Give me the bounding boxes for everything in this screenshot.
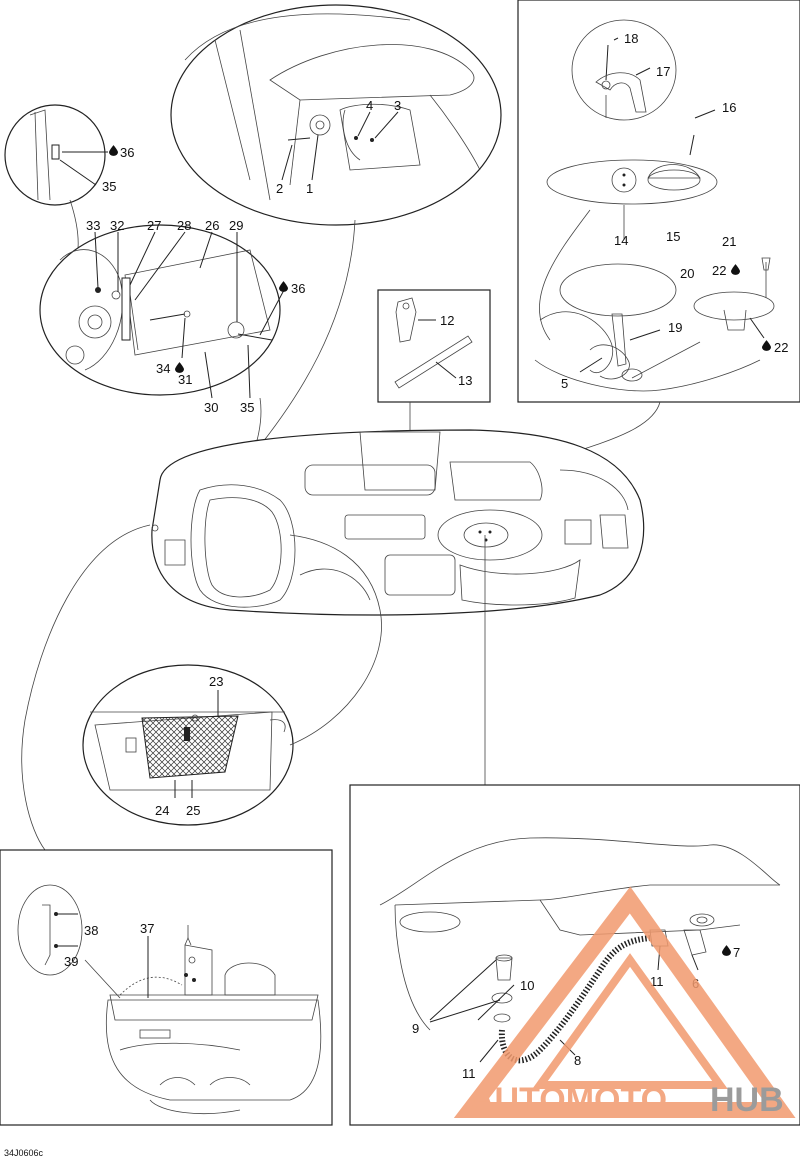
callout-2: 2 <box>276 181 283 196</box>
seat-cushion-box <box>517 0 800 403</box>
callout-18: 18 <box>624 31 638 46</box>
loctite-drop-icon <box>109 145 118 156</box>
callout-32: 32 <box>110 218 124 233</box>
callout-5: 5 <box>561 376 568 391</box>
callout-15: 15 <box>666 229 680 244</box>
callout-23: 23 <box>209 674 223 689</box>
detail-circle-top <box>170 4 502 226</box>
connector-rear <box>21 524 151 851</box>
callout-20: 20 <box>680 266 694 281</box>
rear-view-box <box>0 849 333 1126</box>
callout-26: 26 <box>205 218 219 233</box>
callout-35b: 35 <box>240 400 254 415</box>
callout-33: 33 <box>86 218 100 233</box>
callout-31: 31 <box>178 372 192 387</box>
diagram-reference-code: 34J0606c <box>4 1148 44 1158</box>
callout-22b: 22 <box>774 340 788 355</box>
loctite-drop-icon <box>279 281 288 292</box>
watermark-text-part2: HUB <box>710 1081 784 1119</box>
callout-28: 28 <box>177 218 191 233</box>
callout-34: 34 <box>156 361 170 376</box>
callout-37: 37 <box>140 921 154 936</box>
callout-27: 27 <box>147 218 161 233</box>
callout-10: 10 <box>520 978 534 993</box>
callout-25: 25 <box>186 803 200 818</box>
callout-35a: 35 <box>102 179 116 194</box>
callout-36a: 36 <box>120 145 134 160</box>
watermark-text-part1: AUTOMOTO <box>470 1081 667 1119</box>
callout-4: 4 <box>366 98 373 113</box>
detail-oval-left <box>4 104 108 266</box>
callout-3: 3 <box>394 98 401 113</box>
tool-kit-box <box>377 289 491 403</box>
callout-16: 16 <box>722 100 736 115</box>
callout-1: 1 <box>306 181 313 196</box>
callout-24: 24 <box>155 803 169 818</box>
detail-circle-net <box>82 664 294 826</box>
callout-14: 14 <box>614 233 628 248</box>
detail-circle-glovebox-lid <box>39 224 285 399</box>
callout-19: 19 <box>668 320 682 335</box>
hull-deck-view <box>151 429 645 616</box>
callout-21: 21 <box>722 234 736 249</box>
callout-36b: 36 <box>291 281 305 296</box>
callout-12: 12 <box>440 313 454 328</box>
callout-29: 29 <box>229 218 243 233</box>
callout-11b: 11 <box>650 974 664 989</box>
connector-net <box>289 534 382 746</box>
callout-9: 9 <box>412 1021 419 1036</box>
callout-8: 8 <box>574 1053 581 1068</box>
callout-7: 7 <box>733 945 740 960</box>
callout-22a: 22 <box>712 263 726 278</box>
callout-38: 38 <box>84 923 98 938</box>
watermark-logo: AUTOMOTO HUB <box>453 886 796 1119</box>
callout-17: 17 <box>656 64 670 79</box>
callout-11a: 11 <box>462 1066 476 1081</box>
callout-30: 30 <box>204 400 218 415</box>
callout-39: 39 <box>64 954 78 969</box>
callout-13: 13 <box>458 373 472 388</box>
